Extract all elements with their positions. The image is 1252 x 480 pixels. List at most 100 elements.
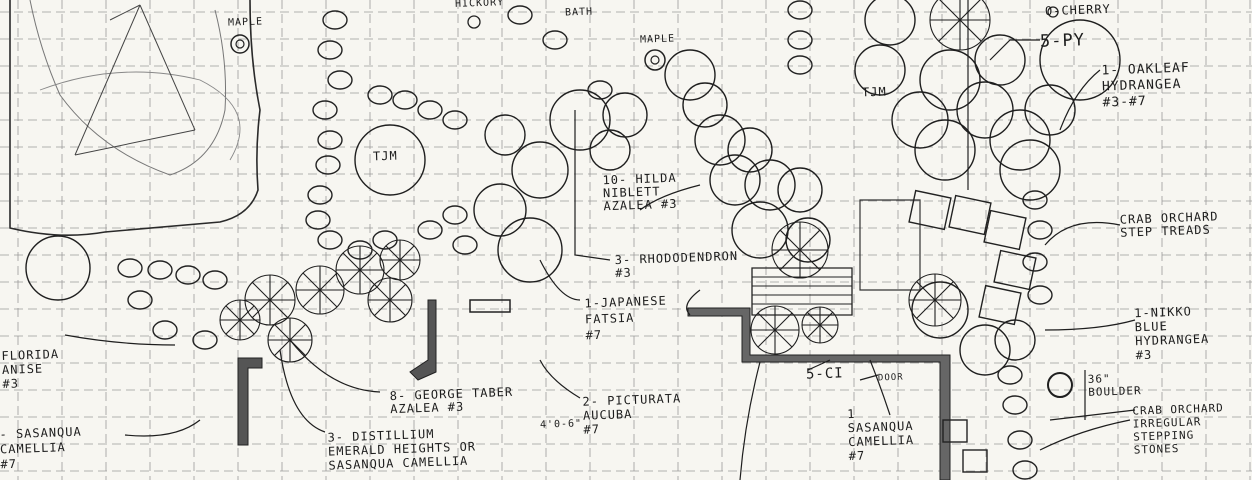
shrub-circle	[919, 49, 981, 111]
stepping-stone	[322, 10, 348, 30]
shrub-circle	[589, 129, 631, 171]
stepping-stone	[787, 30, 813, 50]
leader-line	[1039, 419, 1131, 451]
azalea-spoke	[806, 324, 821, 339]
maple-symbol-1	[230, 34, 250, 54]
cherry-symbol	[1047, 6, 1059, 18]
shrub-circle	[854, 44, 906, 96]
stepping-stone	[587, 80, 613, 100]
azalea-spoke	[938, 19, 961, 42]
shrub-circle	[994, 319, 1036, 361]
azalea-spoke	[757, 312, 776, 331]
stepping-stone	[317, 40, 343, 60]
arrow-sketch	[74, 4, 196, 156]
lawn-contour-2	[39, 71, 241, 161]
shrub-circle	[777, 167, 823, 213]
leader-line	[807, 359, 831, 371]
shrub-circle	[511, 141, 569, 199]
house-wall-left	[237, 357, 263, 446]
azalea-spoke	[799, 229, 821, 251]
azalea-spoke	[399, 245, 415, 261]
azalea-spoke	[774, 312, 793, 331]
azalea-spoke	[302, 272, 321, 291]
stepping-stone	[1022, 252, 1048, 272]
shrub-symbols	[25, 0, 1121, 398]
leader-line	[859, 374, 879, 381]
label-sasanqua-left: - SASANQUA CAMELLIA #7	[0, 424, 82, 472]
azalea-symbols	[219, 0, 991, 363]
label-py: 5-PY	[1039, 30, 1086, 52]
leader-line	[1059, 69, 1101, 131]
shrub-circle	[974, 34, 1026, 86]
stepping-stone	[372, 230, 398, 250]
azalea-spoke	[269, 299, 289, 319]
stepping-stone	[147, 260, 173, 280]
step-tread	[993, 249, 1037, 291]
label-hilda: 10- HILDA NIBLETT AZALEA #3	[602, 170, 678, 214]
azalea-spoke	[251, 299, 271, 319]
shrub-circle	[731, 201, 789, 259]
leader-line	[124, 419, 201, 437]
azalea-spoke	[302, 289, 321, 308]
azalea-spoke	[757, 329, 776, 348]
house-wall-right	[687, 307, 951, 480]
stepping-stone	[152, 320, 178, 340]
stepping-stone	[347, 240, 373, 260]
shrub-circle	[727, 127, 773, 173]
azalea-spoke	[399, 259, 415, 275]
azalea-spoke	[319, 289, 338, 308]
leader-line	[686, 289, 701, 316]
leader-line	[539, 259, 581, 301]
label-crab-stones: CRAB ORCHARD IRREGULAR STEPPING STONES	[1132, 401, 1225, 457]
azalea-spoke	[239, 319, 255, 335]
leader-lines	[64, 39, 1136, 480]
leader-line	[574, 110, 611, 261]
shrub-circle	[694, 114, 746, 166]
stepping-stone	[317, 130, 343, 150]
label-maple-1: MAPLE	[227, 16, 264, 29]
stepping-stone	[787, 55, 813, 75]
azalea-spoke	[774, 329, 793, 348]
stepping-stone	[997, 365, 1023, 385]
label-rhodo: 3- RHODODENDRON #3	[614, 248, 739, 281]
label-door: DOOR	[877, 372, 904, 384]
step-tread	[983, 209, 1027, 251]
stepping-stone	[117, 258, 143, 278]
label-sasanqua-mid: 1 SASANQUA CAMELLIA #7	[847, 406, 915, 464]
azalea-spoke	[806, 311, 821, 326]
label-pict: 2- PICTURATA AUCUBA #7	[582, 391, 682, 437]
label-oakleaf: 1- OAKLEAF HYDRANGEA #3-#7	[1101, 60, 1190, 111]
azalea-spoke	[342, 269, 361, 288]
leader-line	[539, 359, 581, 399]
azalea-spoke	[959, 19, 982, 42]
azalea-spoke	[225, 319, 241, 335]
step-tread	[908, 189, 952, 231]
label-distillium: 3- DISTILLIUM EMERALD HEIGHTS OR SASANQU…	[327, 426, 477, 473]
azalea-spoke	[374, 284, 391, 301]
azalea-spoke	[939, 0, 961, 21]
shrub-circle	[989, 109, 1051, 171]
azalea-spoke	[274, 339, 291, 356]
shrub-circle	[549, 89, 611, 151]
leader-line	[869, 359, 891, 416]
leader-line	[64, 334, 176, 346]
azalea-spoke	[251, 281, 271, 301]
leader-line	[289, 339, 381, 393]
azalea-spoke	[916, 299, 936, 319]
label-dims: 4'0-6"	[539, 418, 583, 431]
leader-line	[639, 184, 701, 211]
shrub-circle	[497, 217, 563, 283]
stepping-stone	[175, 265, 201, 285]
shrub-circle	[1024, 84, 1076, 136]
leader-line	[1044, 221, 1121, 246]
azalea-spoke	[799, 249, 821, 271]
stepping-stone	[452, 235, 478, 255]
label-fatsia: 1-JAPANESE FATSIA #7	[584, 293, 667, 343]
shrub-circle	[999, 139, 1061, 201]
label-bath: BATH	[564, 6, 594, 19]
label-maple-2: MAPLE	[639, 33, 676, 46]
shrub-circle	[682, 82, 728, 128]
label-tjm-left: TJM	[372, 148, 398, 164]
